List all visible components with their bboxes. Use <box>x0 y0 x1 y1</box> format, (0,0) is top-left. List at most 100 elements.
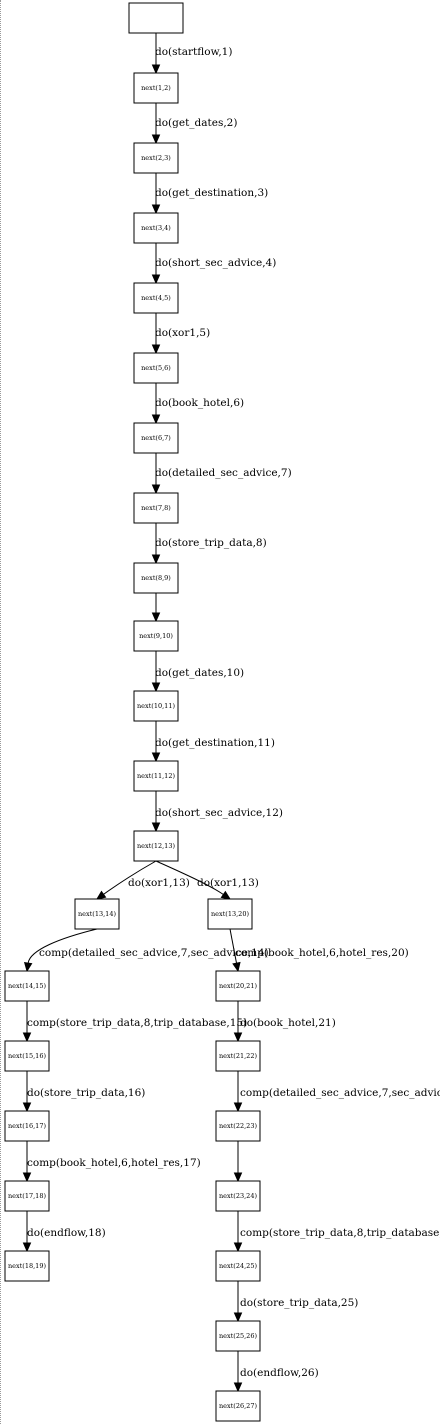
node-label: next(23,24) <box>219 1192 257 1200</box>
edge-n11_12-to-n12_13: do(short_sec_advice,12) <box>151 791 283 833</box>
node-n15_16[interactable]: next(15,16) <box>4 1040 50 1072</box>
edge-n22_23-to-n23_24 <box>233 1141 243 1183</box>
edge-n1_2-to-n2_3: do(get_dates,2) <box>151 103 237 145</box>
edge-n17_18-to-n18_19: do(endflow,18) <box>22 1211 106 1253</box>
node-n1_2[interactable]: next(1,2) <box>133 72 179 104</box>
node-n13_20[interactable]: next(13,20) <box>207 898 253 930</box>
arrowhead <box>23 961 33 973</box>
edge-label: comp(detailed_sec_advice,7,sec_advice,14… <box>39 947 269 959</box>
node-n14_15[interactable]: next(14,15) <box>4 970 50 1002</box>
node-box <box>215 970 261 1002</box>
edge-n9_10-to-n10_11: do(get_dates,10) <box>151 651 244 693</box>
nodes-layer: next(1,2) next(2,3) next(3,4) next(4,5) next… <box>4 2 261 1422</box>
arrowhead <box>151 204 161 215</box>
node-n26_27[interactable]: next(26,27) <box>215 1390 261 1422</box>
edge-n13_20-to-n20_21: comp(book_hotel,6,hotel_res,20) <box>229 928 409 973</box>
edge-n2_3-to-n3_4: do(get_destination,3) <box>151 173 268 215</box>
node-box <box>133 690 179 722</box>
edge-n12_13-to-n13_20: do(xor1,13) <box>155 860 259 900</box>
edge-n25_26-to-n26_27: do(endflow,26) <box>233 1351 319 1393</box>
node-box <box>133 492 179 524</box>
edge-n4_5-to-n5_6: do(xor1,5) <box>151 313 210 355</box>
edge-n10_11-to-n11_12: do(get_destination,11) <box>151 721 275 763</box>
node-n2_3[interactable]: next(2,3) <box>133 142 179 174</box>
edge-label: do(store_trip_data,16) <box>27 1087 145 1099</box>
node-n21_22[interactable]: next(21,22) <box>215 1040 261 1072</box>
arrowhead <box>233 1032 243 1043</box>
arrowhead <box>22 1102 32 1113</box>
edge-n16_17-to-n17_18: comp(book_hotel,6,hotel_res,17) <box>22 1141 201 1183</box>
node-label: next(3,4) <box>141 224 171 232</box>
node-label: next(26,27) <box>219 1402 257 1410</box>
node-start[interactable] <box>128 2 184 34</box>
node-n25_26[interactable]: next(25,26) <box>215 1320 261 1352</box>
arrowhead <box>151 344 161 355</box>
edge-label: do(endflow,18) <box>27 1227 106 1239</box>
node-box <box>133 282 179 314</box>
edge-label: comp(store_trip_data,8,trip_database,24) <box>240 1227 440 1239</box>
edge-label: do(startflow,1) <box>155 46 232 58</box>
arrowhead <box>95 890 107 900</box>
node-box <box>4 970 50 1002</box>
node-n3_4[interactable]: next(3,4) <box>133 212 179 244</box>
edge-n20_21-to-n21_22: do(book_hotel,21) <box>233 1001 336 1043</box>
node-n16_17[interactable]: next(16,17) <box>4 1110 50 1142</box>
node-box <box>133 212 179 244</box>
node-label: next(13,14) <box>78 910 116 918</box>
node-box <box>215 1390 261 1422</box>
node-box <box>4 1180 50 1212</box>
node-label: next(25,26) <box>219 1332 257 1340</box>
edge-label: comp(book_hotel,6,hotel_res,20) <box>235 947 409 959</box>
node-label: next(4,5) <box>141 294 171 302</box>
arrowhead <box>151 414 161 425</box>
edge-n13_14-to-n14_15: comp(detailed_sec_advice,7,sec_advice,14… <box>23 928 269 973</box>
node-n8_9[interactable]: next(8,9) <box>133 562 179 594</box>
node-box <box>215 1110 261 1142</box>
arrowhead <box>151 134 161 145</box>
edge-line <box>229 928 237 964</box>
edge-label: do(book_hotel,21) <box>240 1017 336 1029</box>
edge-label: do(store_trip_data,25) <box>240 1297 358 1309</box>
node-n22_23[interactable]: next(22,23) <box>215 1110 261 1142</box>
arrowhead <box>233 1102 243 1113</box>
arrowhead <box>233 1242 243 1253</box>
node-n17_18[interactable]: next(17,18) <box>4 1180 50 1212</box>
node-n18_19[interactable]: next(18,19) <box>4 1250 50 1282</box>
arrowhead <box>220 890 232 900</box>
node-n7_8[interactable]: next(7,8) <box>133 492 179 524</box>
node-n20_21[interactable]: next(20,21) <box>215 970 261 1002</box>
node-n6_7[interactable]: next(6,7) <box>133 422 179 454</box>
node-label: next(16,17) <box>8 1122 46 1130</box>
arrowhead <box>151 274 161 285</box>
edge-n24_25-to-n25_26: do(store_trip_data,25) <box>233 1281 358 1323</box>
node-box <box>4 1110 50 1142</box>
node-n5_6[interactable]: next(5,6) <box>133 352 179 384</box>
node-n12_13[interactable]: next(12,13) <box>133 830 179 862</box>
arrowhead <box>232 961 241 973</box>
node-n9_10[interactable]: next(9,10) <box>133 620 179 652</box>
arrowhead <box>151 752 161 763</box>
edge-n21_22-to-n22_23: comp(detailed_sec_advice,7,sec_advice,22… <box>233 1071 440 1113</box>
node-box <box>133 760 179 792</box>
node-box <box>207 898 253 930</box>
arrowhead <box>22 1032 32 1043</box>
edge-label: do(short_sec_advice,4) <box>155 257 276 269</box>
node-n4_5[interactable]: next(4,5) <box>133 282 179 314</box>
edge-n8_9-to-n9_10 <box>151 593 161 623</box>
node-n13_14[interactable]: next(13,14) <box>74 898 120 930</box>
node-n10_11[interactable]: next(10,11) <box>133 690 179 722</box>
node-n11_12[interactable]: next(11,12) <box>133 760 179 792</box>
node-n24_25[interactable]: next(24,25) <box>215 1250 261 1282</box>
edge-line <box>27 928 98 964</box>
node-box <box>215 1250 261 1282</box>
arrowhead <box>151 682 161 693</box>
node-label: next(2,3) <box>141 154 171 162</box>
node-label: next(15,16) <box>8 1052 46 1060</box>
node-box <box>215 1180 261 1212</box>
arrowhead <box>22 1172 32 1183</box>
arrowhead <box>151 64 161 75</box>
node-box <box>133 422 179 454</box>
node-label: next(9,10) <box>139 632 173 640</box>
edge-label: do(book_hotel,6) <box>155 397 244 409</box>
node-n23_24[interactable]: next(23,24) <box>215 1180 261 1212</box>
